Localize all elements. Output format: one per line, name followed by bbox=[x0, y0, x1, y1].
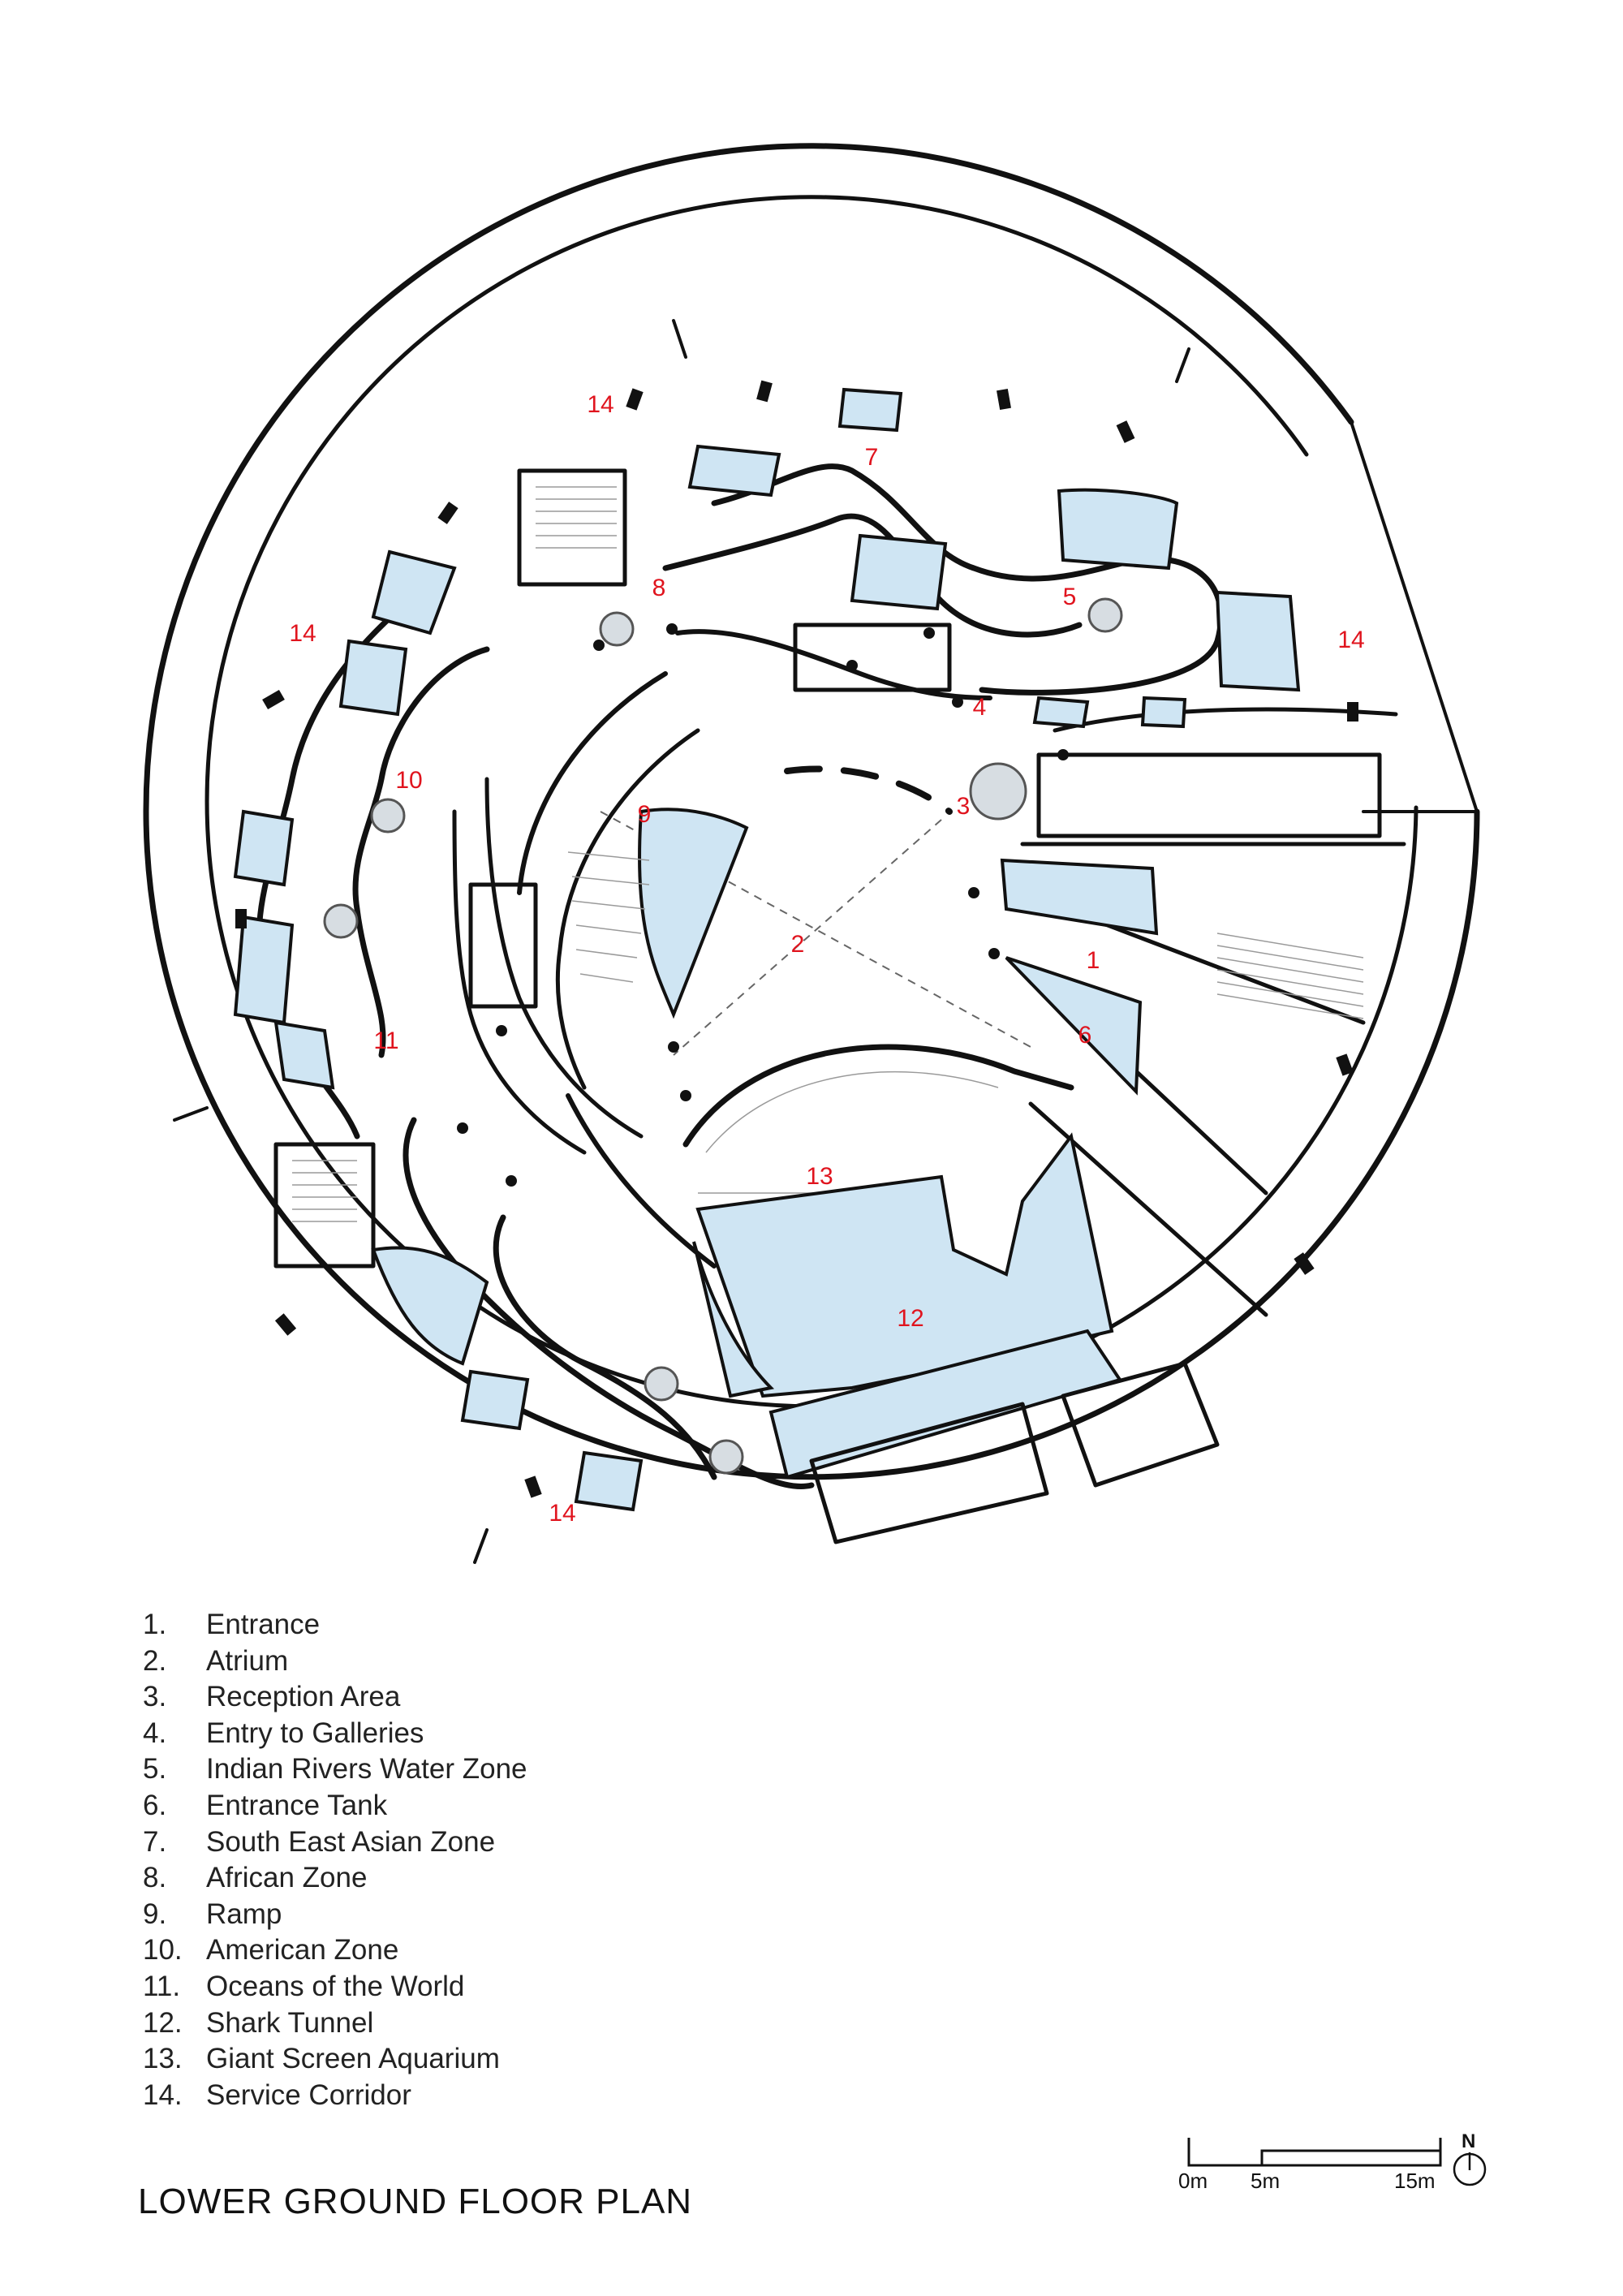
legend-item: 3.Reception Area bbox=[143, 1681, 401, 1713]
legend-list: 1.Entrance 2.Atrium 3.Reception Area 4.E… bbox=[143, 1607, 527, 2113]
giant-screen-dome bbox=[682, 1044, 1074, 1194]
legend-item: 12.Shark Tunnel bbox=[143, 2006, 374, 2039]
legend-item: 1.Entrance bbox=[143, 1609, 321, 1640]
water-tanks bbox=[233, 387, 1301, 1512]
label-service-corridor-right: 14 bbox=[1337, 627, 1364, 653]
label-shark-tunnel: 12 bbox=[897, 1305, 923, 1332]
floor-plan: 1 2 3 4 5 6 7 8 9 10 11 12 13 14 14 14 1… bbox=[143, 143, 1480, 1564]
scale-label-5: 5m bbox=[1251, 2169, 1281, 2193]
outer-wall bbox=[143, 143, 1480, 1564]
label-entrance-tank: 6 bbox=[1078, 1022, 1092, 1049]
scale-label-15: 15m bbox=[1394, 2169, 1436, 2193]
scale-bar bbox=[1187, 2138, 1442, 2167]
round-pillars bbox=[323, 597, 1123, 1475]
legend-item: 11.Oceans of the World bbox=[143, 1970, 465, 2002]
legend-item: 8.African Zone bbox=[143, 1862, 368, 1894]
service-rooms bbox=[273, 468, 1382, 1544]
label-service-corridor-left: 14 bbox=[289, 620, 316, 647]
legend-item: 2.Atrium bbox=[143, 1644, 289, 1677]
gallery-walls bbox=[256, 463, 1406, 1489]
label-reception: 3 bbox=[957, 793, 971, 820]
label-service-corridor-bottom: 14 bbox=[549, 1500, 575, 1527]
label-atrium: 2 bbox=[791, 931, 805, 958]
legend-item: 4.Entry to Galleries bbox=[143, 1717, 424, 1749]
plan-title: LOWER GROUND FLOOR PLAN bbox=[138, 2182, 693, 2221]
service-fixtures bbox=[235, 380, 1358, 1498]
label-indian-rivers: 5 bbox=[1063, 584, 1077, 610]
north-label: N bbox=[1462, 2130, 1476, 2152]
columns bbox=[457, 623, 1069, 1187]
atrium-dashes bbox=[600, 765, 1031, 1056]
legend-item: 7.South East Asian Zone bbox=[143, 1825, 496, 1858]
plan-labels: 1 2 3 4 5 6 7 8 9 10 11 12 13 14 14 14 1… bbox=[289, 391, 1364, 1527]
label-african: 8 bbox=[652, 575, 666, 601]
label-giant-screen: 13 bbox=[806, 1163, 833, 1190]
legend-item: 13.Giant Screen Aquarium bbox=[143, 2043, 500, 2075]
legend-item: 9.Ramp bbox=[143, 1898, 282, 1930]
label-oceans: 11 bbox=[373, 1027, 398, 1054]
label-american: 10 bbox=[395, 767, 422, 794]
label-ramp: 9 bbox=[638, 801, 652, 828]
legend-item: 10.American Zone bbox=[143, 1934, 399, 1966]
label-entry-galleries: 4 bbox=[973, 694, 987, 721]
legend-item: 6.Entrance Tank bbox=[143, 1789, 388, 1821]
label-entrance: 1 bbox=[1087, 947, 1100, 974]
label-service-corridor-top: 14 bbox=[587, 391, 613, 418]
legend-item: 5.Indian Rivers Water Zone bbox=[143, 1753, 527, 1786]
stair-hatching bbox=[292, 486, 1364, 1222]
north-arrow-icon bbox=[1453, 2152, 1487, 2186]
scale-label-0: 0m bbox=[1178, 2169, 1208, 2193]
legend-item: 14.Service Corridor bbox=[143, 2078, 411, 2111]
label-south-east-asian: 7 bbox=[865, 444, 879, 471]
